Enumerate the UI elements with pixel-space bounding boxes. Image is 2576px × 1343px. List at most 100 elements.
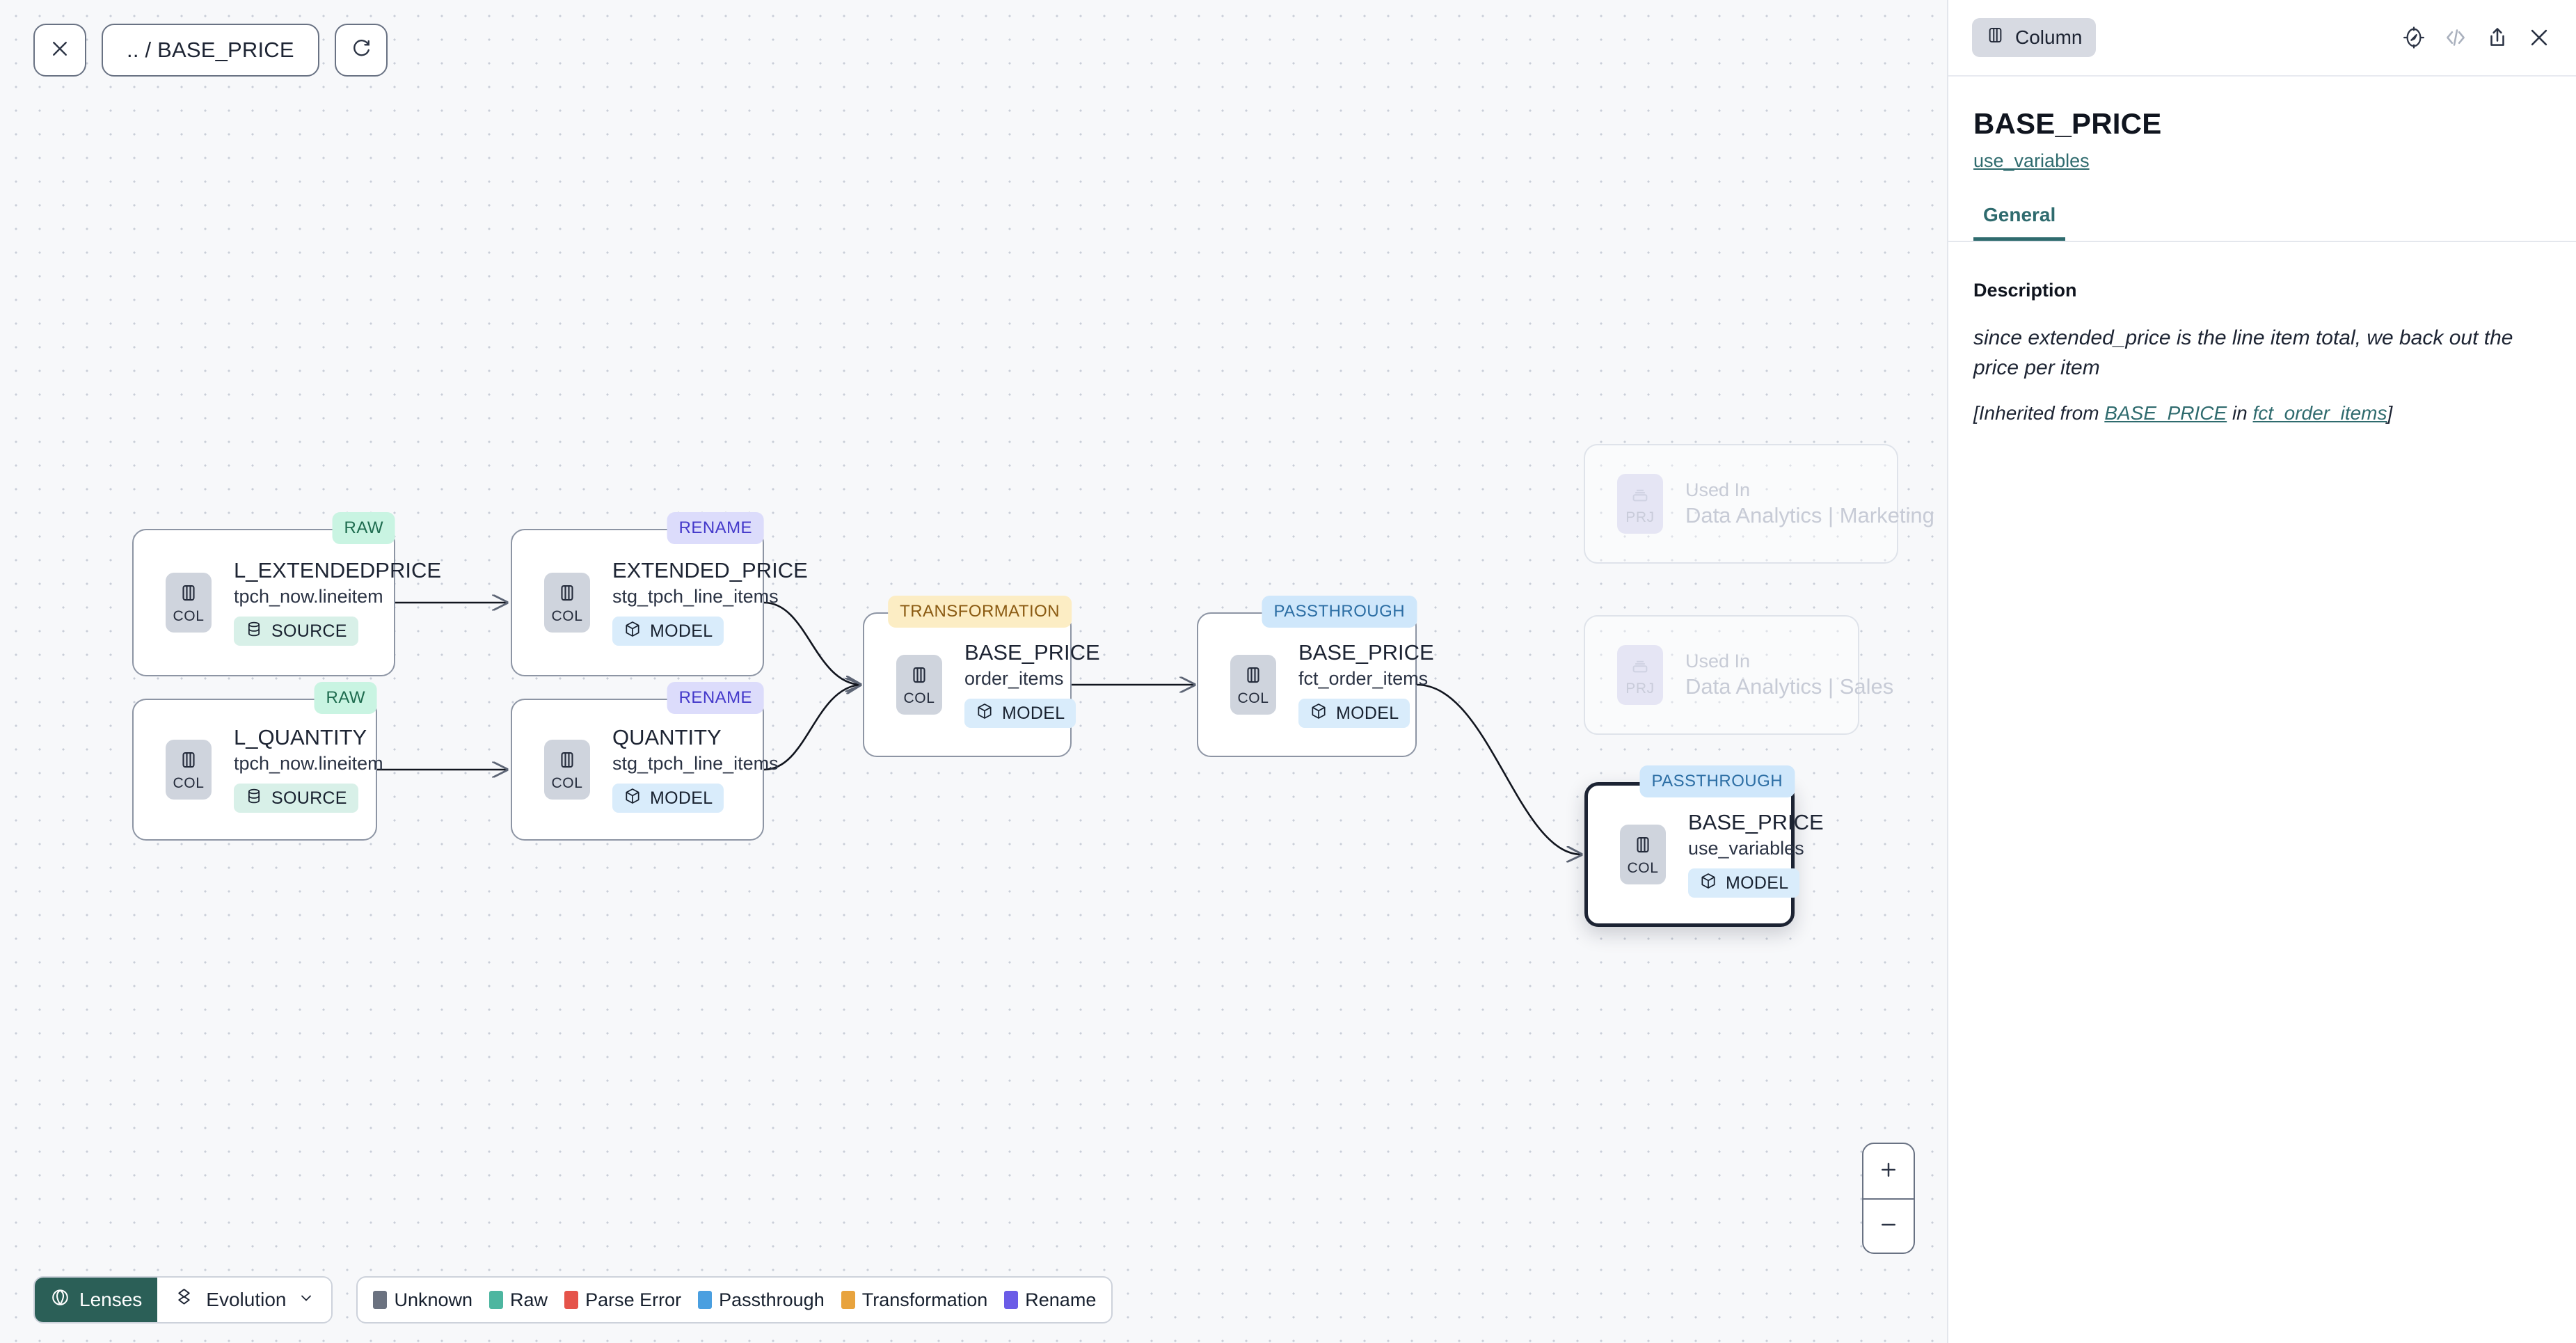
graph-node-l_quantity[interactable]: COL L_QUANTITY tpch_now.lineitem SOURCE [132, 699, 383, 841]
entity-type-chip[interactable]: Column [1972, 18, 2097, 57]
graph-node-used_in_sales[interactable]: PRJ Used In Data Analytics | Sales [1584, 615, 1893, 735]
node-badge-raw: RAW [314, 682, 377, 714]
graph-node-use_variables[interactable]: COL BASE_PRICE use_variables MODEL [1584, 782, 1824, 927]
node-materialization-tag: MODEL [612, 617, 724, 646]
graph-node-quantity[interactable]: COL QUANTITY stg_tpch_line_items MODEL [511, 699, 779, 841]
node-tag-label: MODEL [1002, 703, 1065, 723]
node-materialization-tag: MODEL [1298, 699, 1410, 729]
zoom-in-button[interactable] [1863, 1144, 1914, 1198]
node-materialization-tag: SOURCE [234, 784, 358, 813]
close-icon [49, 38, 70, 63]
legend-item: Transformation [841, 1289, 987, 1311]
lenses-button[interactable]: Lenses [35, 1278, 158, 1322]
node-title: Data Analytics | Sales [1685, 674, 1894, 699]
lineage-canvas[interactable]: .. / BASE_PRICE COL L_EXTENDEDPRICE tpch… [0, 0, 1947, 1343]
inherited-column-link[interactable]: BASE_PRICE [2104, 402, 2227, 424]
legend-label: Passthrough [719, 1289, 825, 1310]
column-icon [557, 582, 578, 607]
node-info: Used In Data Analytics | Marketing [1685, 480, 1934, 527]
model-link[interactable]: use_variables [1973, 150, 2090, 171]
entity-type-label: Column [2015, 26, 2083, 48]
column-icon [1632, 834, 1653, 859]
node-materialization-tag: MODEL [964, 699, 1076, 729]
node-info: BASE_PRICE fct_order_items MODEL [1298, 639, 1434, 729]
node-materialization-tag: SOURCE [234, 617, 358, 646]
legend-swatch [1004, 1291, 1019, 1309]
node-kind-label: COL [551, 774, 583, 791]
column-icon [557, 749, 578, 774]
compass-icon[interactable] [2402, 26, 2426, 49]
node-subtitle: stg_tpch_line_items [612, 753, 779, 774]
node-title: BASE_PRICE [1688, 809, 1824, 834]
graph-node-fct_order_items[interactable]: COL BASE_PRICE fct_order_items MODEL [1197, 612, 1434, 757]
legend-label: Rename [1025, 1289, 1097, 1310]
column-icon [1243, 665, 1264, 689]
inherited-suffix: ] [2387, 402, 2393, 424]
share-icon[interactable] [2486, 26, 2509, 49]
panel-tabs: General [1948, 204, 2576, 242]
graph-node-order_items[interactable]: COL BASE_PRICE order_items MODEL [863, 612, 1100, 757]
project-icon [1630, 484, 1651, 508]
details-panel-header: Column [1948, 0, 2576, 77]
node-subtitle: tpch_now.lineitem [234, 586, 383, 607]
node-kind-tile: COL [1230, 655, 1276, 715]
legend-swatch [564, 1291, 579, 1309]
inherited-model-link[interactable]: fct_order_items [2252, 402, 2387, 424]
node-kind-label: COL [1237, 690, 1269, 706]
node-tag-label: MODEL [650, 621, 713, 641]
node-info: L_QUANTITY tpch_now.lineitem SOURCE [234, 726, 383, 813]
node-kind-tile: PRJ [1617, 645, 1663, 705]
lenses-label: Lenses [79, 1289, 143, 1310]
graph-node-l_extendedprice[interactable]: COL L_EXTENDEDPRICE tpch_now.lineitem SO… [132, 529, 441, 676]
tab-general[interactable]: General [1973, 204, 2066, 241]
node-info: QUANTITY stg_tpch_line_items MODEL [612, 726, 779, 813]
node-tag-label: SOURCE [271, 621, 347, 641]
node-title: L_QUANTITY [234, 724, 367, 749]
database-icon [245, 620, 263, 643]
node-kind-tile: COL [166, 573, 212, 633]
node-badge-rename: RENAME [667, 512, 764, 544]
close-icon[interactable] [2527, 26, 2551, 49]
column-icon [178, 582, 199, 607]
node-info: Used In Data Analytics | Sales [1685, 651, 1893, 699]
graph-node-extended_price[interactable]: COL EXTENDED_PRICE stg_tpch_line_items M… [511, 529, 808, 676]
panel-header-actions [2402, 26, 2551, 49]
node-materialization-tag: MODEL [612, 784, 724, 813]
legend-label: Parse Error [585, 1289, 682, 1310]
refresh-button[interactable] [334, 24, 388, 77]
cube-icon [1310, 702, 1328, 725]
page-title: BASE_PRICE [1973, 107, 2162, 140]
graph-node-used_in_marketing[interactable]: PRJ Used In Data Analytics | Marketing [1584, 444, 1934, 564]
legend-swatch [698, 1291, 713, 1309]
breadcrumb[interactable]: .. / BASE_PRICE [102, 24, 319, 77]
evolution-icon [174, 1287, 194, 1312]
node-kind-tile: COL [896, 655, 942, 715]
node-kind-label: COL [173, 607, 205, 624]
node-title: BASE_PRICE [1298, 639, 1434, 665]
code-icon[interactable] [2444, 26, 2467, 49]
node-title: BASE_PRICE [964, 639, 1100, 665]
node-kind-label: COL [903, 690, 935, 706]
node-kind-tile: COL [166, 740, 212, 800]
zoom-out-button[interactable] [1863, 1198, 1914, 1253]
node-tag-label: SOURCE [271, 788, 347, 808]
node-badge-raw: RAW [332, 512, 395, 544]
inherited-middle: in [2227, 402, 2253, 424]
lenses-group: Lenses Evolution [33, 1276, 333, 1324]
panel-body: Description since extended_price is the … [1948, 242, 2576, 427]
legend-item: Rename [1004, 1289, 1096, 1311]
cube-icon [1699, 872, 1717, 895]
refresh-icon [351, 38, 372, 63]
evolution-label: Evolution [206, 1289, 287, 1310]
column-icon [909, 665, 930, 689]
legend-swatch [841, 1291, 855, 1309]
node-badge-rename: RENAME [667, 682, 764, 714]
evolution-dropdown[interactable]: Evolution [157, 1278, 332, 1322]
cube-icon [623, 787, 642, 810]
cube-icon [976, 702, 994, 725]
close-button[interactable] [33, 24, 86, 77]
node-kind-tile: COL [544, 573, 590, 633]
legend-label: Raw [510, 1289, 548, 1310]
